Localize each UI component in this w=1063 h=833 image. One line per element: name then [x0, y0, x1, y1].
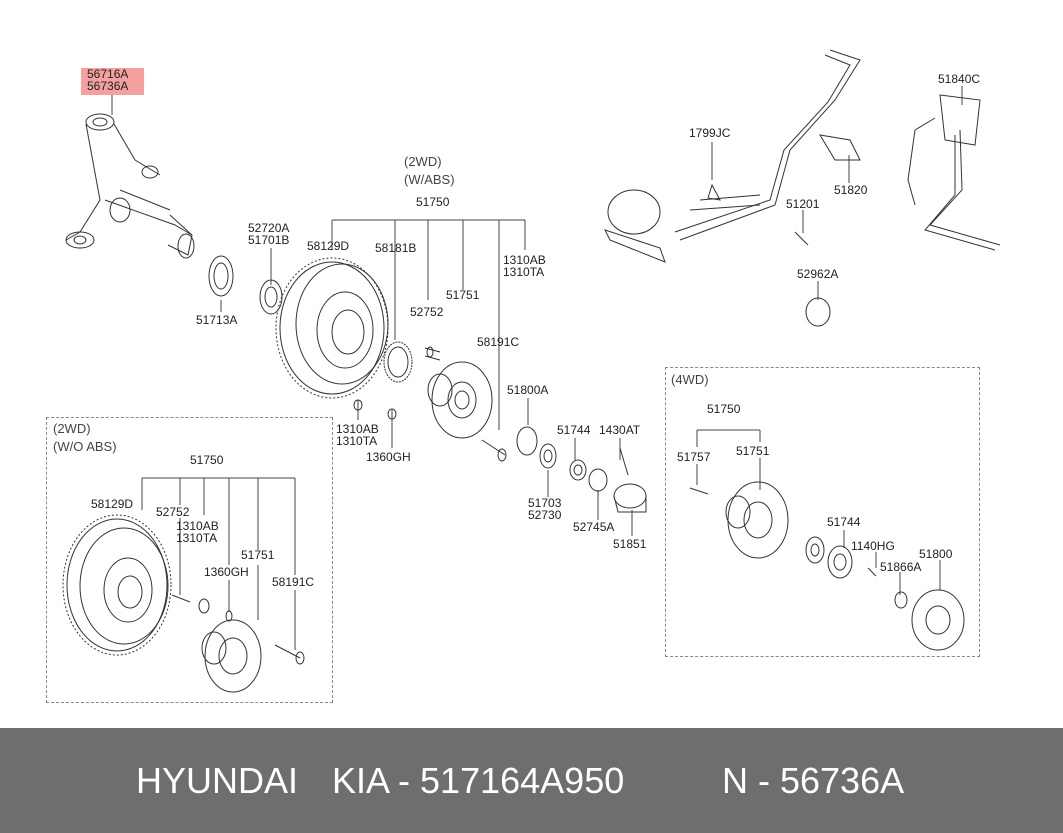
steering-knuckle-drawing: [65, 113, 195, 259]
part-label[interactable]: 51751: [446, 288, 480, 302]
wo-abs-group-box: [46, 417, 333, 703]
footer-n-number: N - 56736A: [722, 760, 905, 801]
four-wd-group-caption: (4WD): [671, 372, 709, 387]
tone-ring-drawing: [383, 341, 441, 383]
part-label[interactable]: 1140HG: [851, 539, 895, 553]
part-label-56716a[interactable]: 56716A: [87, 67, 129, 81]
part-label[interactable]: 51751: [241, 548, 275, 562]
small-parts-drawing: [516, 426, 647, 513]
brake-disc-abs-drawing: [275, 257, 389, 399]
four-wd-group-box: [665, 367, 980, 657]
part-number-footer: HYUNDAI KIA - 517164A950 N - 56736A: [0, 728, 1063, 833]
part-label[interactable]: 1799JC: [689, 126, 731, 140]
part-label[interactable]: 51703: [528, 496, 562, 510]
parts-diagram: (2WD) (W/ABS) (2WD) (W/O ABS) (4WD) 5671…: [46, 49, 1001, 703]
part-label[interactable]: 1430AT: [599, 423, 641, 437]
part-label[interactable]: 1360GH: [366, 450, 411, 464]
part-label[interactable]: 1310TA: [176, 531, 218, 545]
highlighted-part-box: [81, 68, 144, 95]
wo-abs-group-caption-top: (2WD): [53, 421, 91, 436]
part-label[interactable]: 51201: [786, 197, 820, 211]
part-label[interactable]: 58129D: [307, 239, 350, 253]
four-wd-leader-lines: [696, 429, 941, 595]
part-label[interactable]: 51840C: [938, 72, 981, 86]
part-label[interactable]: 51713A: [196, 313, 238, 327]
wo-abs-group-caption-bottom: (W/O ABS): [53, 439, 117, 454]
diagram-drawing: [62, 49, 1001, 693]
part-label[interactable]: 51800: [919, 547, 953, 561]
part-label[interactable]: 51750: [416, 195, 450, 209]
part-label[interactable]: 1310AB: [176, 519, 219, 533]
abs-wiring-drawing: [604, 49, 861, 327]
part-label[interactable]: 52752: [156, 505, 190, 519]
abs-group-caption-top: (2WD): [404, 154, 442, 169]
part-label[interactable]: 51744: [827, 515, 861, 529]
part-label[interactable]: 51866A: [880, 560, 922, 574]
part-label[interactable]: 51750: [190, 453, 224, 467]
part-label[interactable]: 51851: [613, 537, 647, 551]
abs-leader-lines: [111, 86, 963, 536]
brake-disc-wo-abs-drawing: [62, 514, 172, 656]
wo-abs-leader-lines: [141, 477, 296, 650]
part-label[interactable]: 52720A: [248, 221, 290, 235]
part-label[interactable]: 51800A: [507, 383, 549, 397]
part-label[interactable]: 1310TA: [336, 434, 378, 448]
abs-group-caption-bottom: (W/ABS): [404, 172, 455, 187]
abs-sensor-cable-drawing: [907, 94, 1001, 251]
part-label[interactable]: 58181B: [375, 241, 417, 255]
part-label[interactable]: 51757: [677, 450, 711, 464]
part-label[interactable]: 51820: [834, 183, 868, 197]
part-label[interactable]: 1310AB: [503, 253, 546, 267]
footer-kia-number: KIA - 517164A950: [332, 760, 625, 801]
part-label[interactable]: 58191C: [477, 335, 520, 349]
part-label[interactable]: 1360GH: [204, 565, 249, 579]
part-label[interactable]: 51701B: [248, 233, 290, 247]
part-label[interactable]: 1310AB: [336, 422, 379, 436]
part-label[interactable]: 58129D: [91, 497, 134, 511]
footer-brand: HYUNDAI: [136, 760, 299, 801]
part-label[interactable]: 51750: [707, 402, 741, 416]
hub-abs-drawing: [353, 361, 507, 462]
part-label[interactable]: 52745A: [573, 520, 615, 534]
part-label[interactable]: 52730: [528, 508, 562, 522]
part-label[interactable]: 52752: [410, 305, 444, 319]
part-label[interactable]: 1310TA: [503, 265, 545, 279]
hub-wo-abs-drawing: [171, 594, 305, 693]
part-label[interactable]: 58191C: [272, 575, 315, 589]
seal-bearing-drawing: [208, 255, 283, 315]
part-label-56736a[interactable]: 56736A: [87, 79, 129, 93]
part-label[interactable]: 51751: [736, 444, 770, 458]
part-label[interactable]: 52962A: [797, 267, 839, 281]
part-label[interactable]: 51744: [557, 423, 591, 437]
hub-4wd-drawing: [689, 481, 965, 651]
